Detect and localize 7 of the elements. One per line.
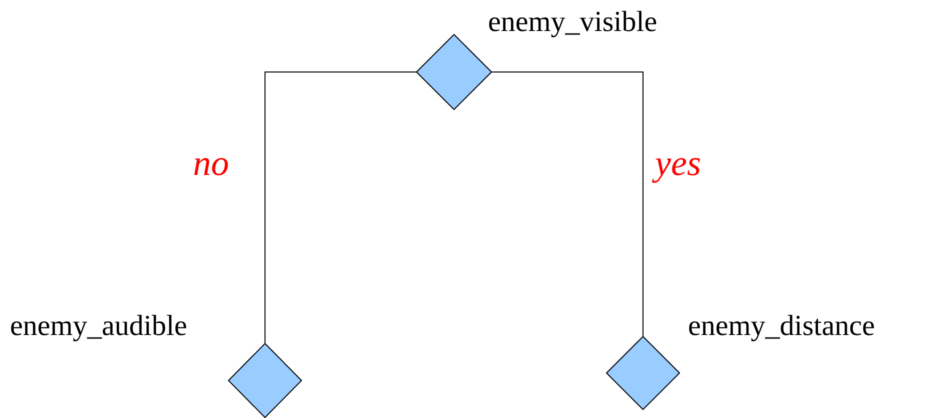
connector-line — [264, 72, 416, 344]
decision-diamond — [228, 343, 302, 418]
connector-line — [492, 72, 644, 336]
node-label: enemy_audible — [10, 310, 188, 343]
decision-diamond — [606, 336, 680, 410]
node-label: enemy_distance — [688, 310, 875, 343]
node-label: enemy_visible — [488, 6, 658, 39]
